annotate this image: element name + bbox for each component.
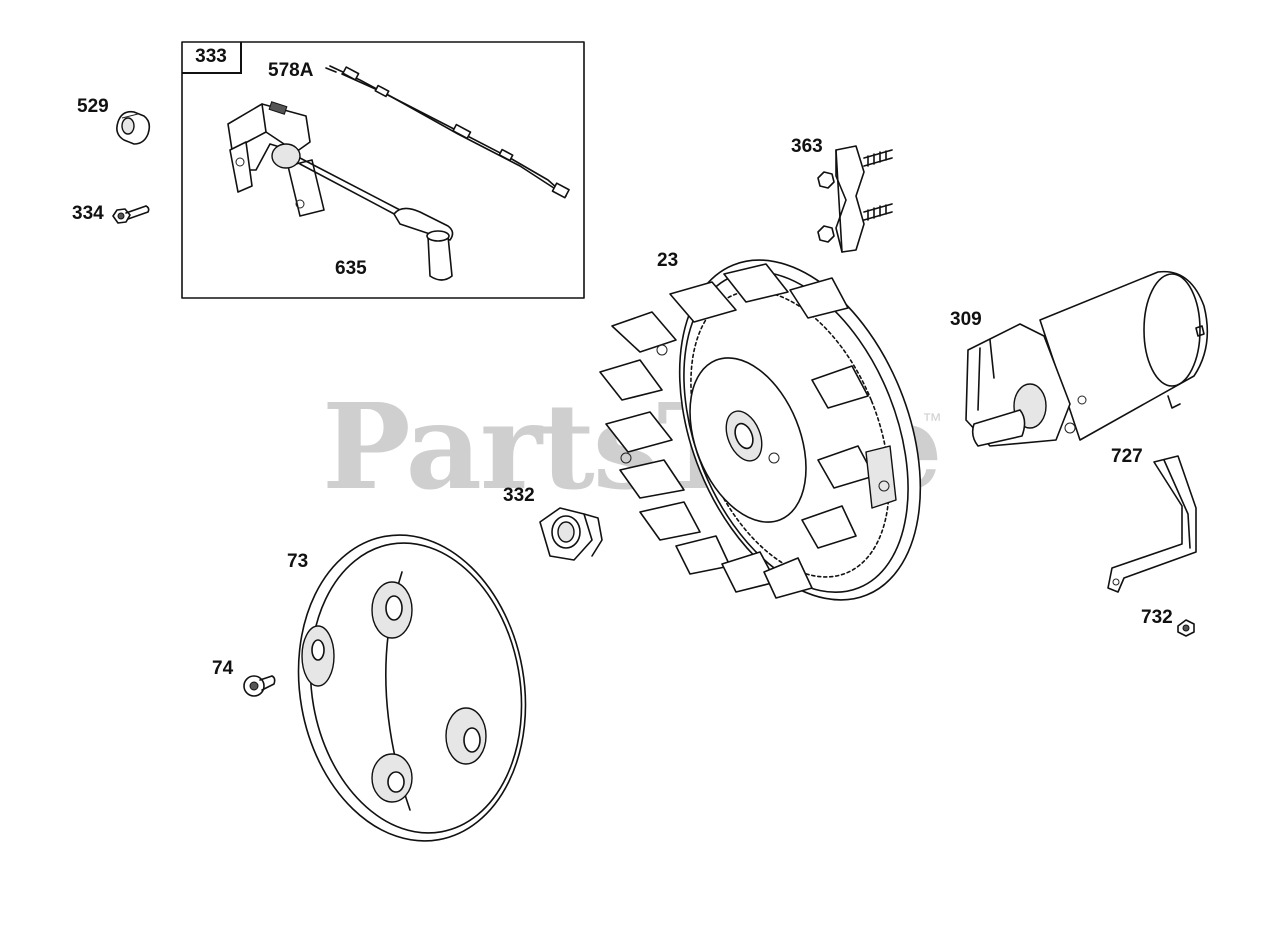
part-74-label[interactable]: 74	[212, 658, 234, 679]
part-74-drawing	[243, 675, 276, 697]
part-334-drawing	[112, 205, 150, 224]
part-363-drawing	[817, 145, 893, 253]
watermark-trademark: ™	[922, 410, 942, 432]
part-332-drawing	[539, 507, 603, 561]
part-23-label[interactable]: 23	[657, 250, 679, 271]
kit-box-title: 333	[182, 42, 242, 74]
part-635-drawing	[393, 207, 454, 281]
part-334-label[interactable]: 334	[72, 203, 104, 224]
part-332-label[interactable]: 332	[503, 485, 535, 506]
part-363-label[interactable]: 363	[791, 136, 823, 157]
part-727-drawing	[1107, 455, 1197, 593]
part-635-label[interactable]: 635	[335, 258, 367, 279]
part-23-flywheel-drawing	[599, 259, 922, 601]
part-73-drawing	[297, 534, 527, 842]
kit-box-outline	[181, 41, 585, 299]
part-578a-drawing	[325, 65, 570, 199]
part-529-drawing	[116, 110, 151, 145]
part-529-label[interactable]: 529	[77, 96, 109, 117]
part-732-drawing	[1177, 619, 1195, 637]
part-73-label[interactable]: 73	[287, 551, 309, 572]
part-333-ignition-module	[227, 101, 401, 217]
part-309-drawing	[965, 270, 1209, 447]
part-727-label[interactable]: 727	[1111, 446, 1143, 467]
part-578a-label[interactable]: 578A	[268, 60, 314, 81]
part-732-label[interactable]: 732	[1141, 607, 1173, 628]
part-309-label[interactable]: 309	[950, 309, 982, 330]
